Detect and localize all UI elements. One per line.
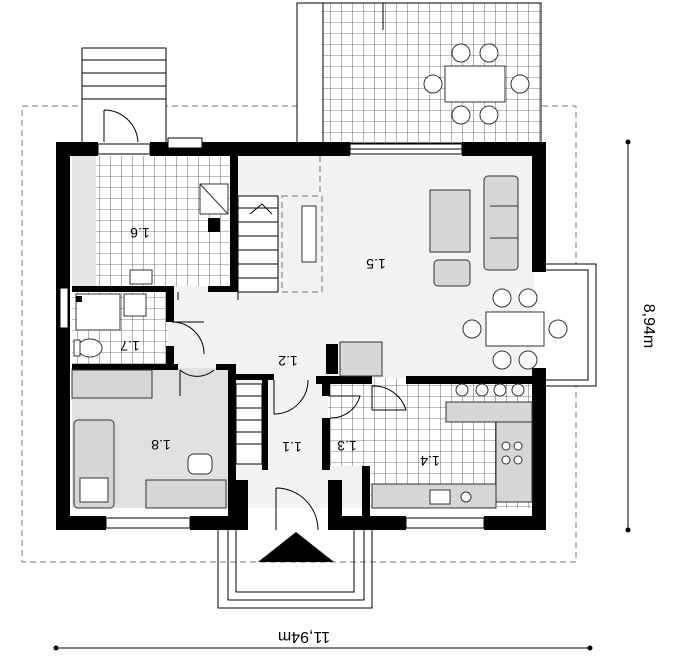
label-1-1: 1.1 xyxy=(282,439,302,455)
room-labels: 1.6 1.5 1.7 1.2 1.8 1.1 1.3 1.4 xyxy=(120,225,440,469)
windows xyxy=(59,137,485,529)
room-1-8-furniture xyxy=(71,369,227,509)
room-1-3-floor xyxy=(328,378,368,466)
terrace xyxy=(296,2,542,144)
terrace-chairs xyxy=(423,43,530,125)
label-1-8: 1.8 xyxy=(151,437,171,453)
label-1-4: 1.4 xyxy=(420,453,440,469)
width-dimension: 11,94m xyxy=(53,628,593,651)
label-1-7: 1.7 xyxy=(120,338,140,354)
width-label: 11,94m xyxy=(278,628,330,645)
bathroom-fixtures xyxy=(73,183,229,358)
depth-label: 8,94m xyxy=(640,304,657,348)
armchair xyxy=(433,259,471,287)
label-1-6: 1.6 xyxy=(130,225,150,241)
coffee-table xyxy=(429,189,471,253)
outer-walls xyxy=(56,142,546,530)
label-1-3: 1.3 xyxy=(337,438,357,454)
entrance-arrow xyxy=(258,532,334,562)
dining-table xyxy=(485,311,545,347)
stove-base xyxy=(326,344,338,374)
label-1-5: 1.5 xyxy=(366,256,386,272)
interior-walls xyxy=(72,156,534,516)
rear-stairs xyxy=(81,47,167,145)
label-1-2: 1.2 xyxy=(278,353,298,369)
living-furniture xyxy=(326,175,568,377)
entrance xyxy=(217,530,373,609)
terrace-table xyxy=(444,65,506,103)
stove xyxy=(339,341,383,377)
chimney xyxy=(301,205,317,263)
kitchen-furniture xyxy=(371,383,533,509)
doors xyxy=(171,288,407,531)
bay-window xyxy=(532,262,597,387)
room-1-6-floor xyxy=(96,156,230,286)
depth-dimension: 8,94m xyxy=(625,139,657,533)
void-outline xyxy=(281,195,323,293)
staircase xyxy=(235,195,279,465)
sofa xyxy=(483,175,519,271)
